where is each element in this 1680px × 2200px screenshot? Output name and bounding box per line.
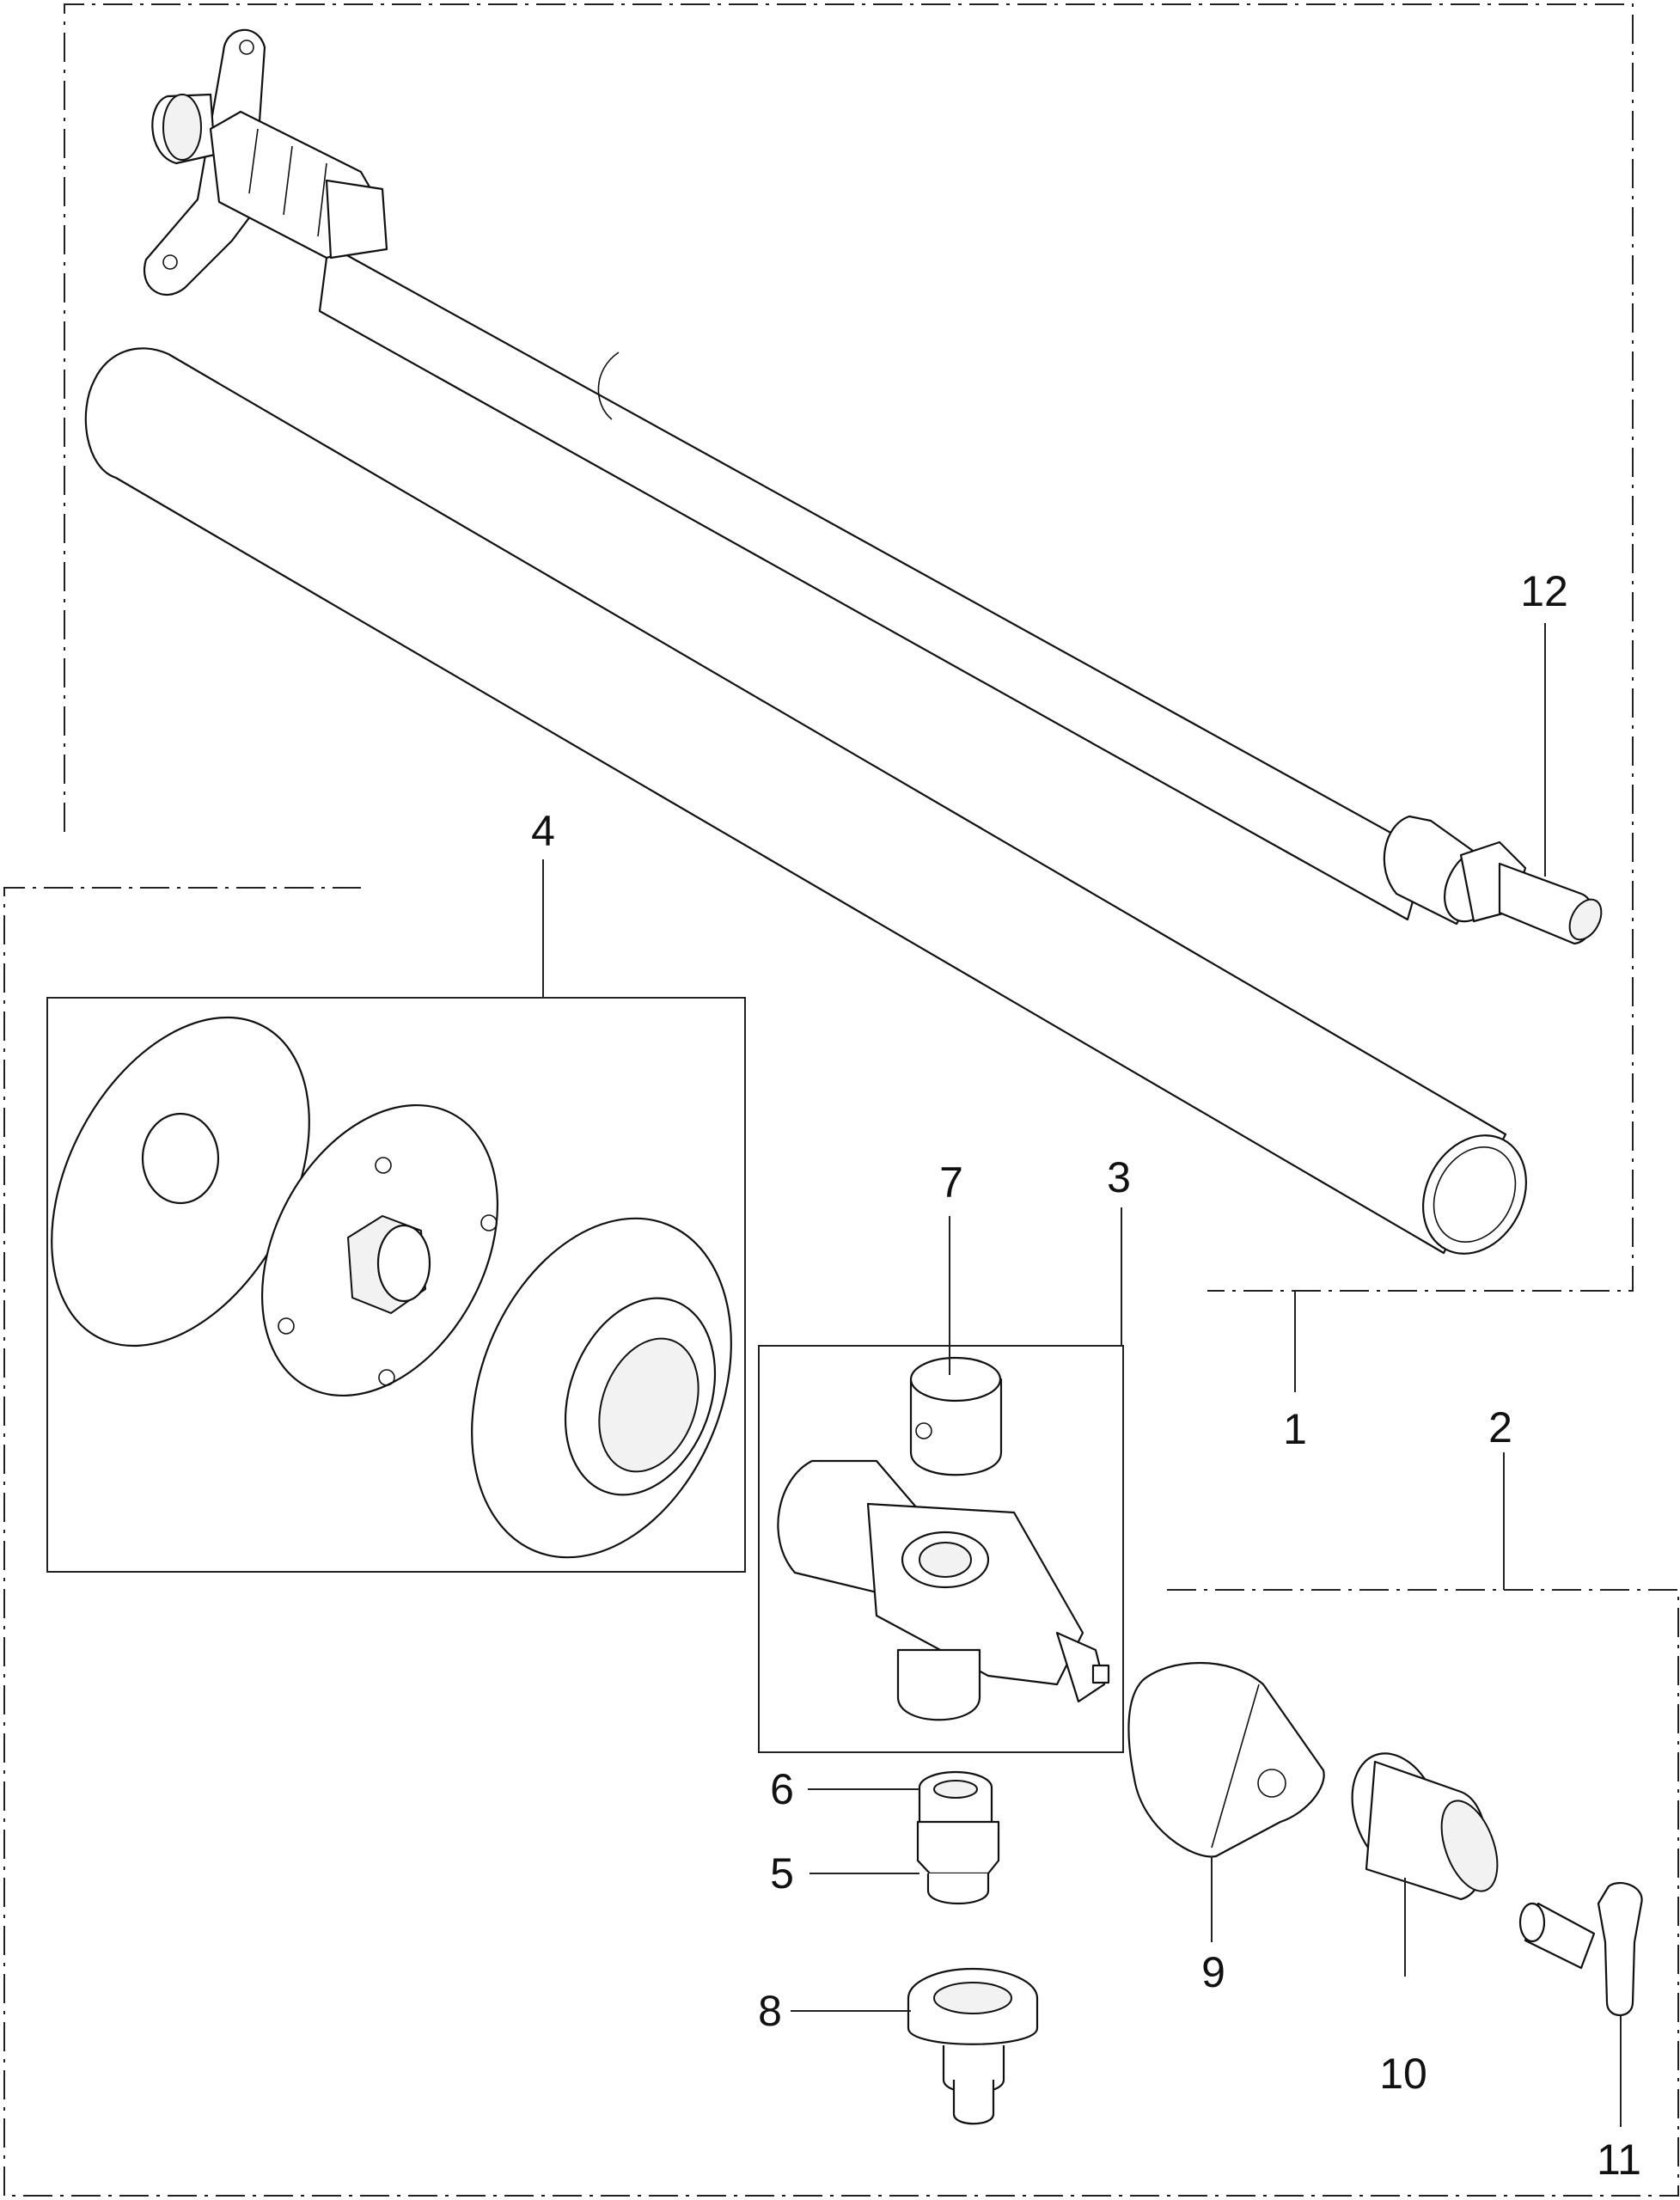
frost-proof-pipe (144, 28, 1603, 945)
mounting-plate (260, 1103, 499, 1397)
handle-sleeve-10 (1351, 1752, 1499, 1901)
rosette-cap (471, 1217, 732, 1559)
group-4-box (46, 997, 746, 1573)
group-1-boundary (64, 3, 1634, 1292)
leader-lines (542, 623, 1622, 2127)
group-3-box (758, 1345, 1124, 1753)
group-2-boundary (3, 887, 1679, 2197)
callout-6: 6 (770, 1765, 794, 1813)
callout-2: 2 (1488, 1403, 1512, 1451)
adapter-5 (916, 1820, 1000, 1904)
callout-1: 1 (1283, 1405, 1307, 1453)
callout-7: 7 (939, 1158, 963, 1207)
cover-cap-9 (1127, 1662, 1325, 1858)
callout-4: 4 (531, 807, 555, 855)
sleeve-tube (84, 347, 1527, 1255)
callout-11: 11 (1597, 2136, 1641, 2184)
callout-8: 8 (758, 1987, 782, 2035)
valve-body (777, 1459, 1110, 1721)
callout-9: 9 (1201, 1948, 1225, 1996)
callout-labels: 1 2 3 4 5 6 7 8 9 10 11 12 (531, 567, 1641, 2184)
handle-key-11 (1518, 1882, 1643, 2016)
valve-cap-7 (909, 1356, 1003, 1476)
callout-12: 12 (1520, 567, 1568, 615)
callout-5: 5 (770, 1849, 794, 1898)
callout-3: 3 (1107, 1153, 1131, 1201)
callout-10: 10 (1379, 2050, 1427, 2098)
hose-connector-8 (907, 1967, 1039, 2125)
